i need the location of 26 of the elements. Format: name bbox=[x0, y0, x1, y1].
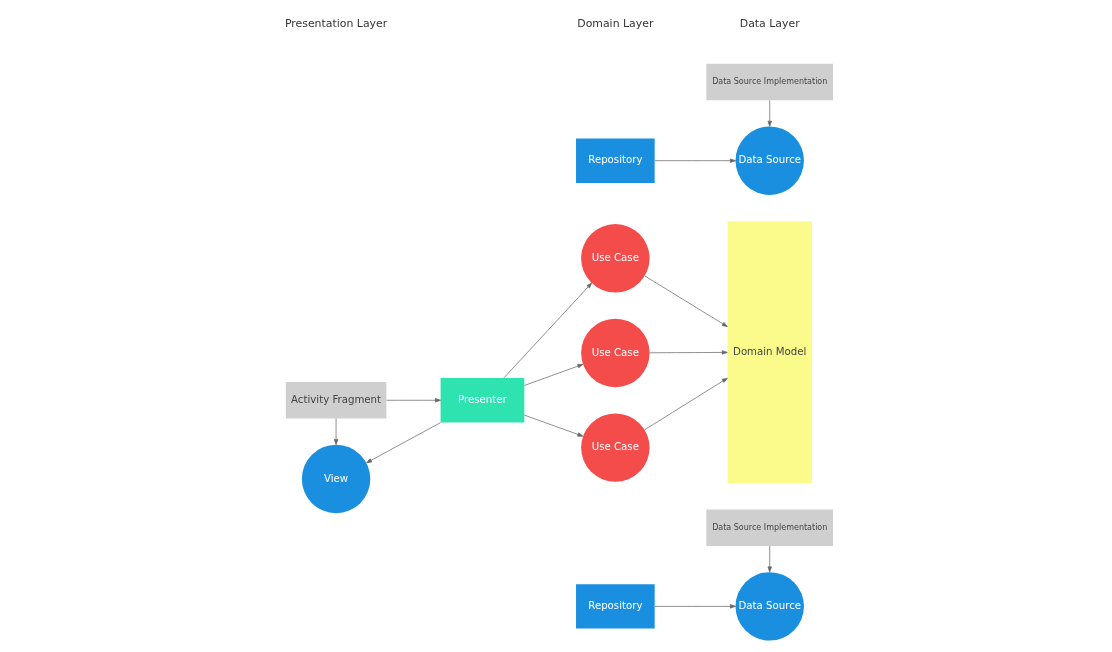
label: Data Layer bbox=[739, 17, 800, 31]
node-circle: Use Case bbox=[581, 413, 650, 482]
node-box: Domain Model bbox=[727, 221, 812, 484]
arrow bbox=[649, 350, 728, 355]
node-box: Repository bbox=[576, 584, 655, 629]
node-box: Activity Fragment bbox=[285, 382, 387, 419]
node-circle: Data Source bbox=[735, 572, 804, 641]
arrow bbox=[366, 422, 441, 464]
label: Domain Layer bbox=[577, 17, 654, 31]
arrow bbox=[333, 418, 339, 445]
arrow bbox=[644, 377, 728, 431]
arrow bbox=[767, 100, 772, 127]
node-circle: Data Source bbox=[735, 126, 804, 195]
arrow bbox=[503, 282, 593, 379]
arrow bbox=[524, 364, 584, 386]
node-box: Presenter bbox=[440, 378, 525, 423]
arrow bbox=[524, 414, 584, 437]
arrow bbox=[644, 275, 728, 327]
arrow bbox=[654, 604, 736, 609]
node-circle: Use Case bbox=[581, 224, 650, 293]
node-circle: Use Case bbox=[581, 318, 650, 388]
arrow bbox=[386, 398, 441, 403]
label: Presentation Layer bbox=[284, 17, 388, 31]
node-box: Repository bbox=[576, 138, 655, 183]
arrow bbox=[654, 158, 736, 163]
arrow bbox=[767, 545, 772, 573]
